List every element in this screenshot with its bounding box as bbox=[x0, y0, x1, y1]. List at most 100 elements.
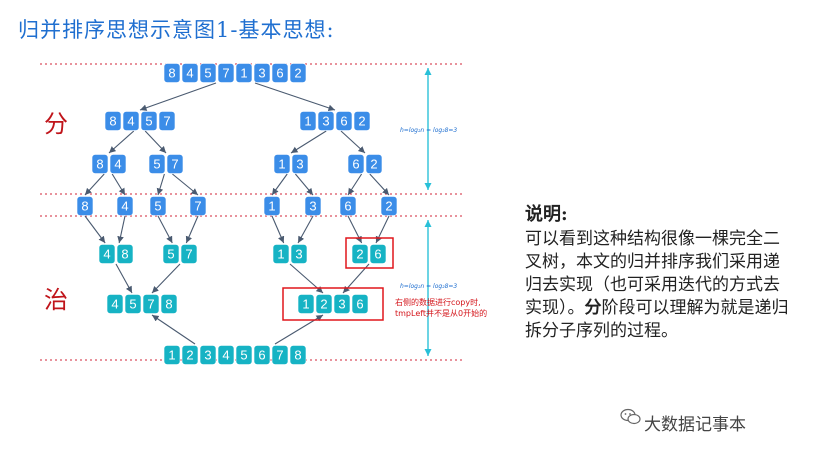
connector-arrow bbox=[111, 173, 126, 196]
array-cell-value: 1 bbox=[277, 247, 284, 262]
array-cell bbox=[299, 111, 317, 131]
connector-arrow bbox=[340, 130, 366, 154]
connector-arrow bbox=[108, 130, 135, 154]
guide-lines bbox=[40, 63, 465, 361]
array-cell bbox=[76, 196, 94, 216]
array-cell-value: 2 bbox=[320, 297, 327, 312]
divide-group: 6 bbox=[339, 196, 357, 216]
array-cell-value: 3 bbox=[338, 297, 345, 312]
connector-arrow bbox=[172, 173, 199, 196]
array-cell bbox=[148, 154, 166, 174]
array-cell bbox=[289, 345, 307, 365]
highlight-box-pair bbox=[345, 237, 394, 269]
array-cell-value: 4 bbox=[103, 247, 110, 262]
connector-arrow bbox=[84, 215, 106, 244]
array-cell bbox=[253, 345, 271, 365]
conquer-label: 治 bbox=[44, 286, 68, 314]
array-cell-value: 7 bbox=[171, 157, 178, 172]
array-cell bbox=[106, 294, 124, 314]
array-cell-value: 5 bbox=[145, 114, 152, 129]
array-cell-value: 5 bbox=[154, 199, 161, 214]
connector-arrow bbox=[115, 263, 133, 294]
array-cell bbox=[253, 63, 271, 83]
array-cell-value: 3 bbox=[322, 114, 329, 129]
connector-arrow bbox=[297, 215, 314, 244]
array-cell bbox=[235, 63, 253, 83]
array-cell bbox=[304, 196, 322, 216]
connector-arrow bbox=[117, 215, 126, 244]
array-cell bbox=[189, 196, 207, 216]
array-cell-value: 5 bbox=[129, 297, 136, 312]
explanation-panel: 说明: 可以看到这种结构很像一棵完全二叉树，本文的归并排序我们采用递归去实现（也… bbox=[525, 203, 795, 343]
brand-name: 大数据记事本 bbox=[644, 415, 746, 435]
array-cell bbox=[315, 294, 333, 314]
array-cell bbox=[142, 294, 160, 314]
array-cell bbox=[181, 63, 199, 83]
array-cell-value: 1 bbox=[302, 297, 309, 312]
array-cell bbox=[104, 111, 122, 131]
array-cell-value: 2 bbox=[358, 114, 365, 129]
array-cell-value: 8 bbox=[121, 247, 128, 262]
array-cell-value: 6 bbox=[352, 157, 359, 172]
array-cell-value: 7 bbox=[185, 247, 192, 262]
connector-arrow bbox=[156, 173, 165, 196]
array-cell-value: 7 bbox=[194, 199, 201, 214]
array-cell bbox=[217, 345, 235, 365]
array-cell bbox=[271, 345, 289, 365]
array-cell bbox=[199, 63, 217, 83]
array-cell bbox=[271, 63, 289, 83]
array-cell-value: 3 bbox=[296, 157, 303, 172]
array-cell bbox=[140, 111, 158, 131]
height-label-divide: h=log₂n = log₂8=3 bbox=[400, 127, 457, 134]
connector-arrow bbox=[369, 173, 390, 196]
array-cell bbox=[272, 244, 290, 264]
array-cell bbox=[289, 63, 307, 83]
array-cell-value: 5 bbox=[153, 157, 160, 172]
array-cell-value: 2 bbox=[294, 66, 301, 81]
divide-group: 3 bbox=[304, 196, 322, 216]
array-cell-value: 8 bbox=[96, 157, 103, 172]
array-cell-value: 1 bbox=[304, 114, 311, 129]
array-cell bbox=[380, 196, 398, 216]
connector-arrow bbox=[144, 130, 167, 154]
array-cell bbox=[163, 345, 181, 365]
array-cell bbox=[149, 196, 167, 216]
array-cell bbox=[347, 154, 365, 174]
array-cell-value: 8 bbox=[81, 199, 88, 214]
array-cell-value: 6 bbox=[356, 297, 363, 312]
array-cell bbox=[91, 154, 109, 174]
array-cell-value: 8 bbox=[109, 114, 116, 129]
array-cell-value: 6 bbox=[344, 199, 351, 214]
array-cell bbox=[317, 111, 335, 131]
connector-arrow bbox=[290, 130, 327, 154]
array-cell bbox=[263, 196, 281, 216]
explanation-bold-word: 分 bbox=[584, 298, 602, 318]
array-cell bbox=[351, 244, 369, 264]
array-cell bbox=[365, 154, 383, 174]
array-cell-value: 7 bbox=[163, 114, 170, 129]
array-cell-value: 4 bbox=[222, 348, 229, 363]
array-cell bbox=[199, 345, 217, 365]
array-cell-value: 5 bbox=[240, 348, 247, 363]
array-cell bbox=[158, 111, 176, 131]
explanation-line-2: 阶段可以理解为就是递归拆分子序列的过程。 bbox=[525, 298, 789, 341]
copy-note: 右侧的数据进行copy时, tmpLeft并不是从0开始的 bbox=[395, 298, 488, 318]
connector-arrow bbox=[139, 82, 217, 111]
array-cell bbox=[297, 294, 315, 314]
wechat-icon bbox=[620, 408, 641, 425]
array-cell-value: 5 bbox=[204, 66, 211, 81]
array-cell-value: 6 bbox=[374, 247, 381, 262]
connector-arrow bbox=[347, 215, 363, 244]
array-cell-value: 6 bbox=[340, 114, 347, 129]
array-cell-value: 7 bbox=[276, 348, 283, 363]
array-cell bbox=[98, 244, 116, 264]
array-cell-value: 4 bbox=[127, 114, 134, 129]
